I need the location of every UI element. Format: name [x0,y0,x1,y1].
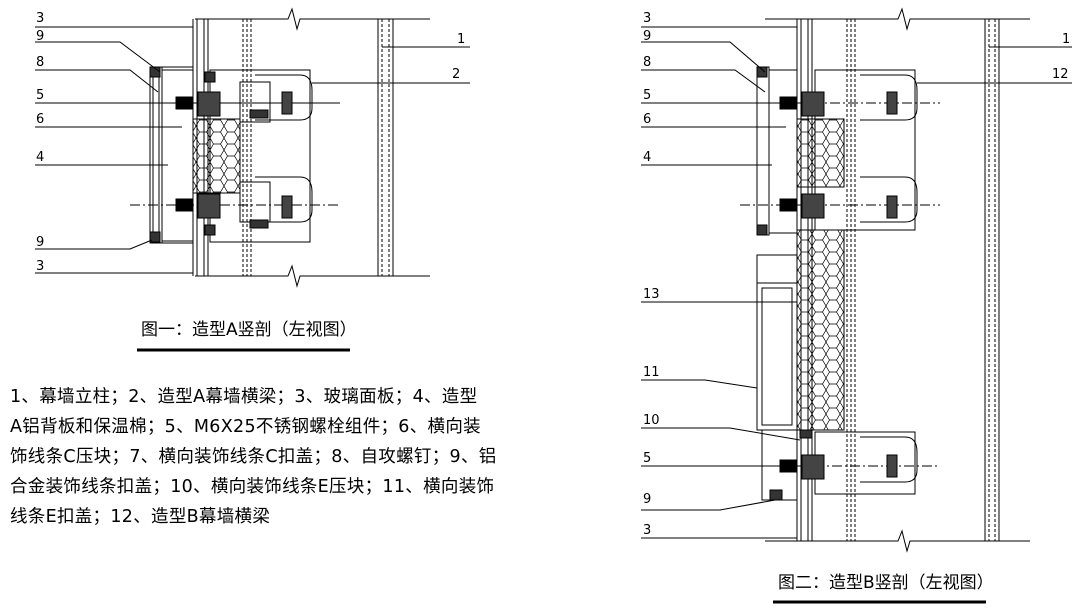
figure2-leaders [641,26,1072,539]
f2-label-6: 6 [643,112,651,127]
f2-label-13: 13 [643,287,660,302]
f2-label-10: 10 [643,413,660,428]
f2-label-11: 11 [643,365,660,380]
f2-label-4: 4 [643,150,651,165]
f2-label-12: 12 [1052,67,1069,82]
f1-label-3-bottom: 3 [36,259,44,274]
f1-label-1: 1 [457,32,465,47]
f2-label-1: 1 [1062,32,1070,47]
f1-label-9-bottom: 9 [36,235,44,250]
f1-label-8: 8 [36,55,44,70]
figure1-labels: 3 9 8 5 6 4 9 3 1 2 [36,11,465,274]
figure2-labels: 3 9 8 5 6 4 13 11 10 5 9 3 1 12 [643,11,1070,538]
legend-line: 1、幕墙立柱；2、造型A幕墙横梁；3、玻璃面板；4、造型 [10,387,478,407]
f1-label-9-top: 9 [36,29,44,44]
f2-label-9-top: 9 [643,29,651,44]
f2-label-3-bottom: 3 [643,523,651,538]
f2-label-5-top: 5 [643,88,651,103]
figure1-leaders [35,26,470,274]
figure1-caption: 图一：造型A竖剖（左视图） [141,320,357,340]
f1-label-4: 4 [36,150,44,165]
f2-label-5-bottom: 5 [643,451,651,466]
f1-label-3-top: 3 [36,11,44,26]
legend-line: A铝背板和保温棉；5、M6X25不锈钢螺栓组件；6、横向装 [10,417,481,437]
figure2-section-drawing [740,7,1030,553]
f2-label-8: 8 [643,55,651,70]
component-legend: 1、幕墙立柱；2、造型A幕墙横梁；3、玻璃面板；4、造型 A铝背板和保温棉；5、… [10,382,497,532]
f2-label-9-bottom: 9 [643,492,651,507]
f1-label-6: 6 [36,112,44,127]
figure1-section-drawing [130,7,430,288]
f1-label-2: 2 [452,67,460,82]
legend-line: 合金装饰线条扣盖；10、横向装饰线条E压块；11、横向装饰 [10,477,495,497]
legend-line: 饰线条C压块；7、横向装饰线条C扣盖；8、自攻螺钉；9、铝 [10,447,497,467]
f1-label-5: 5 [36,88,44,103]
figure2-caption: 图二：造型B竖剖（左视图） [778,573,994,593]
f2-label-3-top: 3 [643,11,651,26]
legend-line: 线条E扣盖；12、造型B幕墙横梁 [10,507,271,527]
